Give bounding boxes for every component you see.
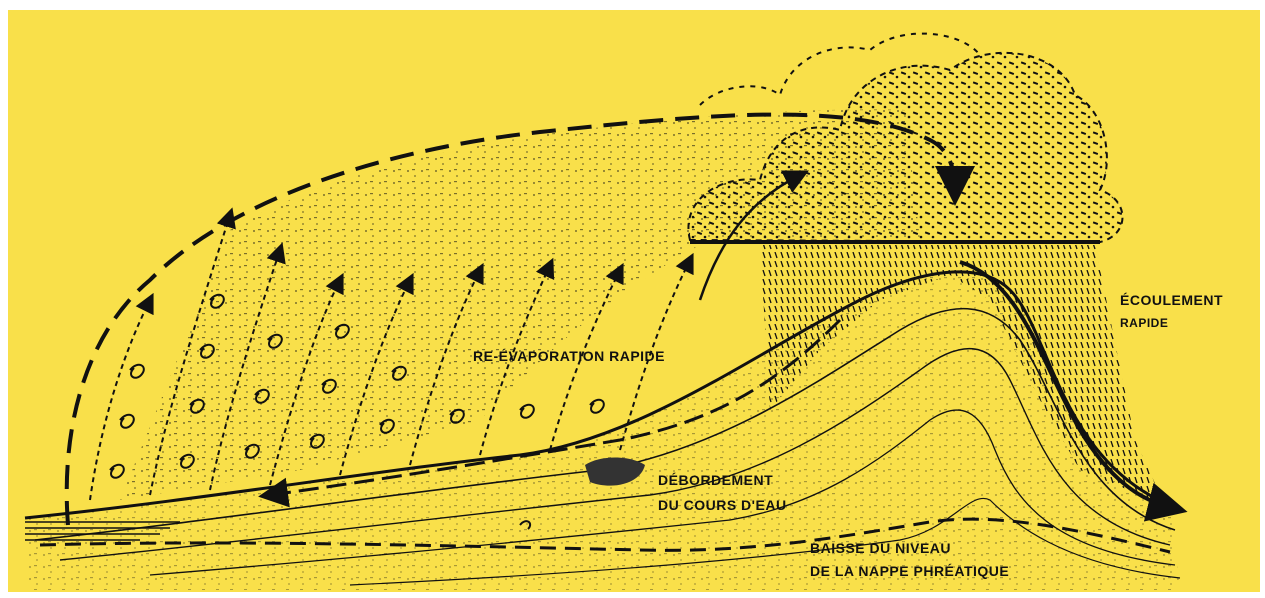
label-debordement: DÉBORDEMENT DU COURS D'EAU (658, 472, 787, 514)
label-baisse-nappe: BAISSE DU NIVEAU DE LA NAPPE PHRÉATIQUE (810, 540, 1009, 580)
label-ecoulement-line2: RAPIDE (1120, 316, 1223, 331)
label-debordement-line2: DU COURS D'EAU (658, 497, 787, 515)
label-ecoulement: ÉCOULEMENT RAPIDE (1120, 292, 1223, 331)
label-baisse-line2: DE LA NAPPE PHRÉATIQUE (810, 563, 1009, 581)
label-ecoulement-line1: ÉCOULEMENT (1120, 292, 1223, 310)
label-debordement-line1: DÉBORDEMENT (658, 472, 787, 490)
label-baisse-line1: BAISSE DU NIVEAU (810, 540, 1009, 558)
label-reevaporation: RE-ÉVAPORATION RAPIDE (473, 348, 665, 366)
